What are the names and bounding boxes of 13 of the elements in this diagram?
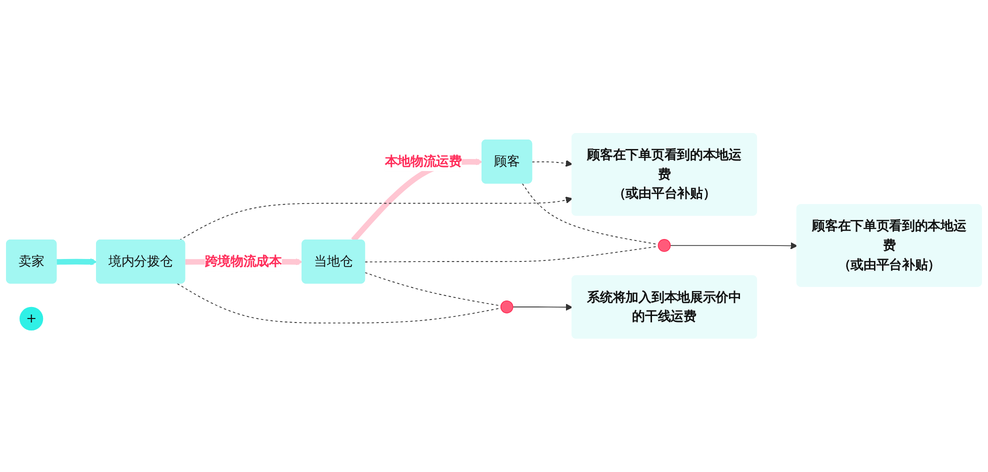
arrow (56, 258, 98, 266)
connector (176, 283, 502, 324)
arrow (532, 160, 573, 168)
arrow (670, 242, 798, 250)
edge-label: 跨境物流成本 (204, 254, 282, 269)
node-circle: + (20, 307, 44, 331)
node-circle (500, 300, 514, 314)
connector (364, 272, 502, 306)
arrow (512, 304, 573, 311)
connector (364, 246, 659, 262)
node-circle (658, 239, 671, 252)
edge-label: 本地物流运费 (384, 154, 462, 169)
arrow (178, 196, 573, 241)
